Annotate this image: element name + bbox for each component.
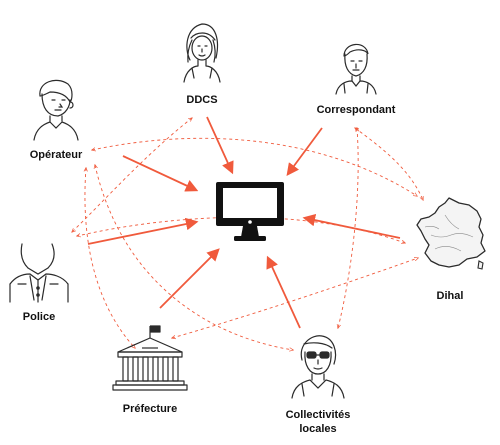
node-label-collectivites-line2: locales <box>299 423 337 435</box>
boy-portrait-icon <box>33 79 79 141</box>
dashed-link-operateur-prefecture <box>85 168 135 348</box>
computer-monitor-icon <box>216 182 284 241</box>
arrow-police-to-center <box>87 217 199 245</box>
dashed-link-correspondant-dihal <box>355 128 423 200</box>
dashed-link-dihal-police <box>77 216 405 243</box>
arrow-correspondant-to-center <box>286 127 323 177</box>
dashed-link-prefecture-dihal <box>172 258 418 338</box>
france-map-icon <box>416 197 486 270</box>
arrow-collectivites-to-center <box>266 255 301 329</box>
arrow-operateur-to-center <box>122 155 199 192</box>
prefecture-building-icon <box>112 325 188 391</box>
woman-glasses-portrait-icon <box>291 335 345 399</box>
node-label-operateur: Opérateur <box>29 149 83 161</box>
dashed-link-ddcs-police <box>72 118 192 232</box>
police-officer-icon <box>9 243 69 303</box>
node-label-prefecture: Préfecture <box>122 403 178 415</box>
woman-portrait-icon <box>183 23 221 83</box>
arrow-ddcs-to-center <box>206 116 234 175</box>
node-label-collectivites-line1: Collectivités <box>285 409 351 421</box>
node-label-collectivites: Collectivités locales <box>268 408 368 436</box>
node-label-dihal: Dihal <box>436 290 464 302</box>
node-label-ddcs: DDCS <box>186 94 218 106</box>
dashed-link-operateur-collectivites <box>95 165 293 350</box>
node-label-police: Police <box>22 311 56 323</box>
man-portrait-icon <box>335 43 377 95</box>
node-label-correspondant: Correspondant <box>316 104 396 116</box>
arrow-prefecture-to-center <box>159 248 220 309</box>
